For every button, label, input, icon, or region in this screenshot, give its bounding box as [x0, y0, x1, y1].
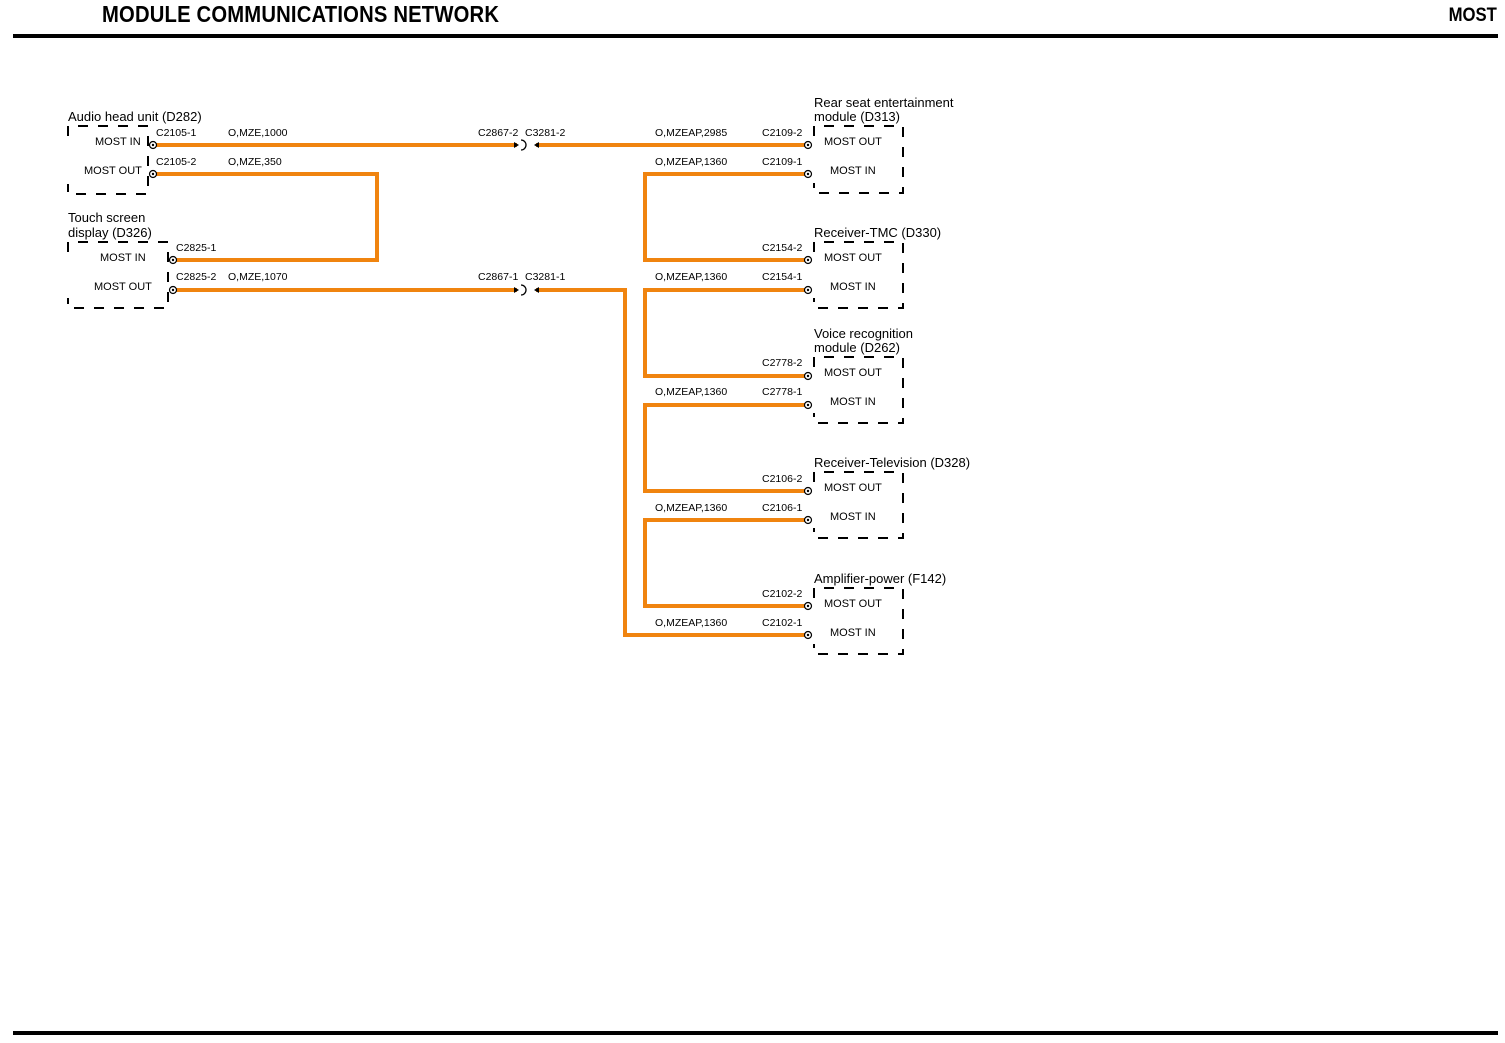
inline-connector-c2867-1-c3281-1 [514, 284, 539, 296]
wire-c3281-1-to-amp-in [536, 288, 806, 637]
section-tag: MOST [1448, 5, 1497, 26]
terminal-c2109-2 [803, 140, 813, 150]
module-title-voice-recognition-line2: module (D262) [814, 340, 900, 355]
terminal-c2102-1 [803, 630, 813, 640]
pin-label-tsd-out: MOST OUT [94, 281, 152, 293]
module-box-amplifier [813, 587, 904, 655]
module-title-rear-seat-line2: module (D313) [814, 109, 900, 124]
connector-label-c2106-2: C2106-2 [762, 473, 802, 485]
wire-ahu-out-to-tsd-in [155, 172, 379, 262]
connector-label-c2825-1: C2825-1 [176, 242, 216, 254]
connector-label-c2102-1: C2102-1 [762, 617, 802, 629]
page-title: MODULE COMMUNICATIONS NETWORK [102, 1, 500, 27]
wire-label-w2: O,MZE,350 [228, 156, 282, 168]
module-box-voice-recognition [813, 356, 904, 424]
pin-label-rse-in: MOST IN [830, 165, 876, 177]
terminal-c2106-2 [803, 486, 813, 496]
connector-label-c2102-2: C2102-2 [762, 588, 802, 600]
module-title-rear-seat-line1: Rear seat entertainment [814, 95, 954, 110]
pin-label-amp-out: MOST OUT [824, 598, 882, 610]
wires [155, 143, 806, 637]
terminal-c2105-1 [148, 140, 158, 150]
pin-label-tsd-in: MOST IN [100, 252, 146, 264]
terminal-c2154-1 [803, 285, 813, 295]
terminal-c2825-1 [168, 255, 178, 265]
module-title-touch-screen-line2: display (D326) [68, 225, 152, 240]
pin-label-vr-out: MOST OUT [824, 367, 882, 379]
terminal-c2778-2 [803, 371, 813, 381]
wire-label-w5: O,MZEAP,1360 [655, 156, 727, 168]
header-rule [13, 34, 1498, 38]
module-box-receiver-tmc [813, 241, 904, 309]
wire-label-w6: O,MZEAP,1360 [655, 271, 727, 283]
connector-label-c2778-1: C2778-1 [762, 386, 802, 398]
connector-label-c2106-1: C2106-1 [762, 502, 802, 514]
pin-label-tv-out: MOST OUT [824, 482, 882, 494]
connector-label-c2105-1: C2105-1 [156, 127, 196, 139]
module-title-audio-head-unit: Audio head unit (D282) [68, 109, 202, 124]
terminal-c2109-1 [803, 169, 813, 179]
module-title-receiver-tmc: Receiver-TMC (D330) [814, 225, 941, 240]
connector-label-c2867-2: C2867-2 [478, 127, 518, 139]
wire-label-w9: O,MZEAP,1360 [655, 617, 727, 629]
module-title-receiver-tv: Receiver-Television (D328) [814, 455, 970, 470]
connector-label-c2105-2: C2105-2 [156, 156, 196, 168]
wire-label-w1: O,MZE,1000 [228, 127, 288, 139]
pin-label-tmc-out: MOST OUT [824, 252, 882, 264]
module-box-receiver-tv [813, 471, 904, 539]
pin-label-amp-in: MOST IN [830, 627, 876, 639]
footer-rule [13, 1031, 1498, 1035]
pin-label-ahu-out: MOST OUT [84, 165, 142, 177]
pin-label-rse-out: MOST OUT [824, 136, 882, 148]
connector-label-c2825-2: C2825-2 [176, 271, 216, 283]
connector-label-c2109-1: C2109-1 [762, 156, 802, 168]
module-box-touch-screen [67, 241, 169, 309]
pin-label-vr-in: MOST IN [830, 396, 876, 408]
wire-label-w7: O,MZEAP,1360 [655, 386, 727, 398]
wire-label-w8: O,MZEAP,1360 [655, 502, 727, 514]
module-box-audio-head-unit [67, 125, 149, 195]
connector-label-c2109-2: C2109-2 [762, 127, 802, 139]
wire-rse-in-to-tmc-out [643, 172, 806, 262]
module-boxes [67, 125, 904, 655]
connector-label-c3281-2: C3281-2 [525, 127, 565, 139]
terminal-c2105-2 [148, 169, 158, 179]
wire-label-w3: O,MZE,1070 [228, 271, 288, 283]
wire-label-w4: O,MZEAP,2985 [655, 127, 727, 139]
module-title-voice-recognition-line1: Voice recognition [814, 326, 913, 341]
module-title-touch-screen-line1: Touch screen [68, 210, 145, 225]
connector-label-c3281-1: C3281-1 [525, 271, 565, 283]
pin-label-tmc-in: MOST IN [830, 281, 876, 293]
wire-vr-in-to-tv-out [643, 403, 806, 493]
wire-tv-in-to-amp-out [643, 518, 806, 608]
terminal-c2102-2 [803, 601, 813, 611]
wire-tmc-in-to-vr-out [643, 288, 806, 378]
module-box-rear-seat [813, 125, 904, 194]
terminal-c2154-2 [803, 255, 813, 265]
terminals [148, 139, 813, 640]
terminal-c2825-2 [168, 285, 178, 295]
connector-label-c2867-1: C2867-1 [478, 271, 518, 283]
terminal-c2106-1 [803, 515, 813, 525]
pin-label-tv-in: MOST IN [830, 511, 876, 523]
connector-label-c2778-2: C2778-2 [762, 357, 802, 369]
pin-label-ahu-in: MOST IN [95, 136, 141, 148]
connector-label-c2154-2: C2154-2 [762, 242, 802, 254]
inline-connector-c2867-2-c3281-2 [514, 139, 539, 151]
terminal-c2778-1 [803, 400, 813, 410]
connector-label-c2154-1: C2154-1 [762, 271, 802, 283]
module-title-amplifier: Amplifier-power (F142) [814, 571, 946, 586]
